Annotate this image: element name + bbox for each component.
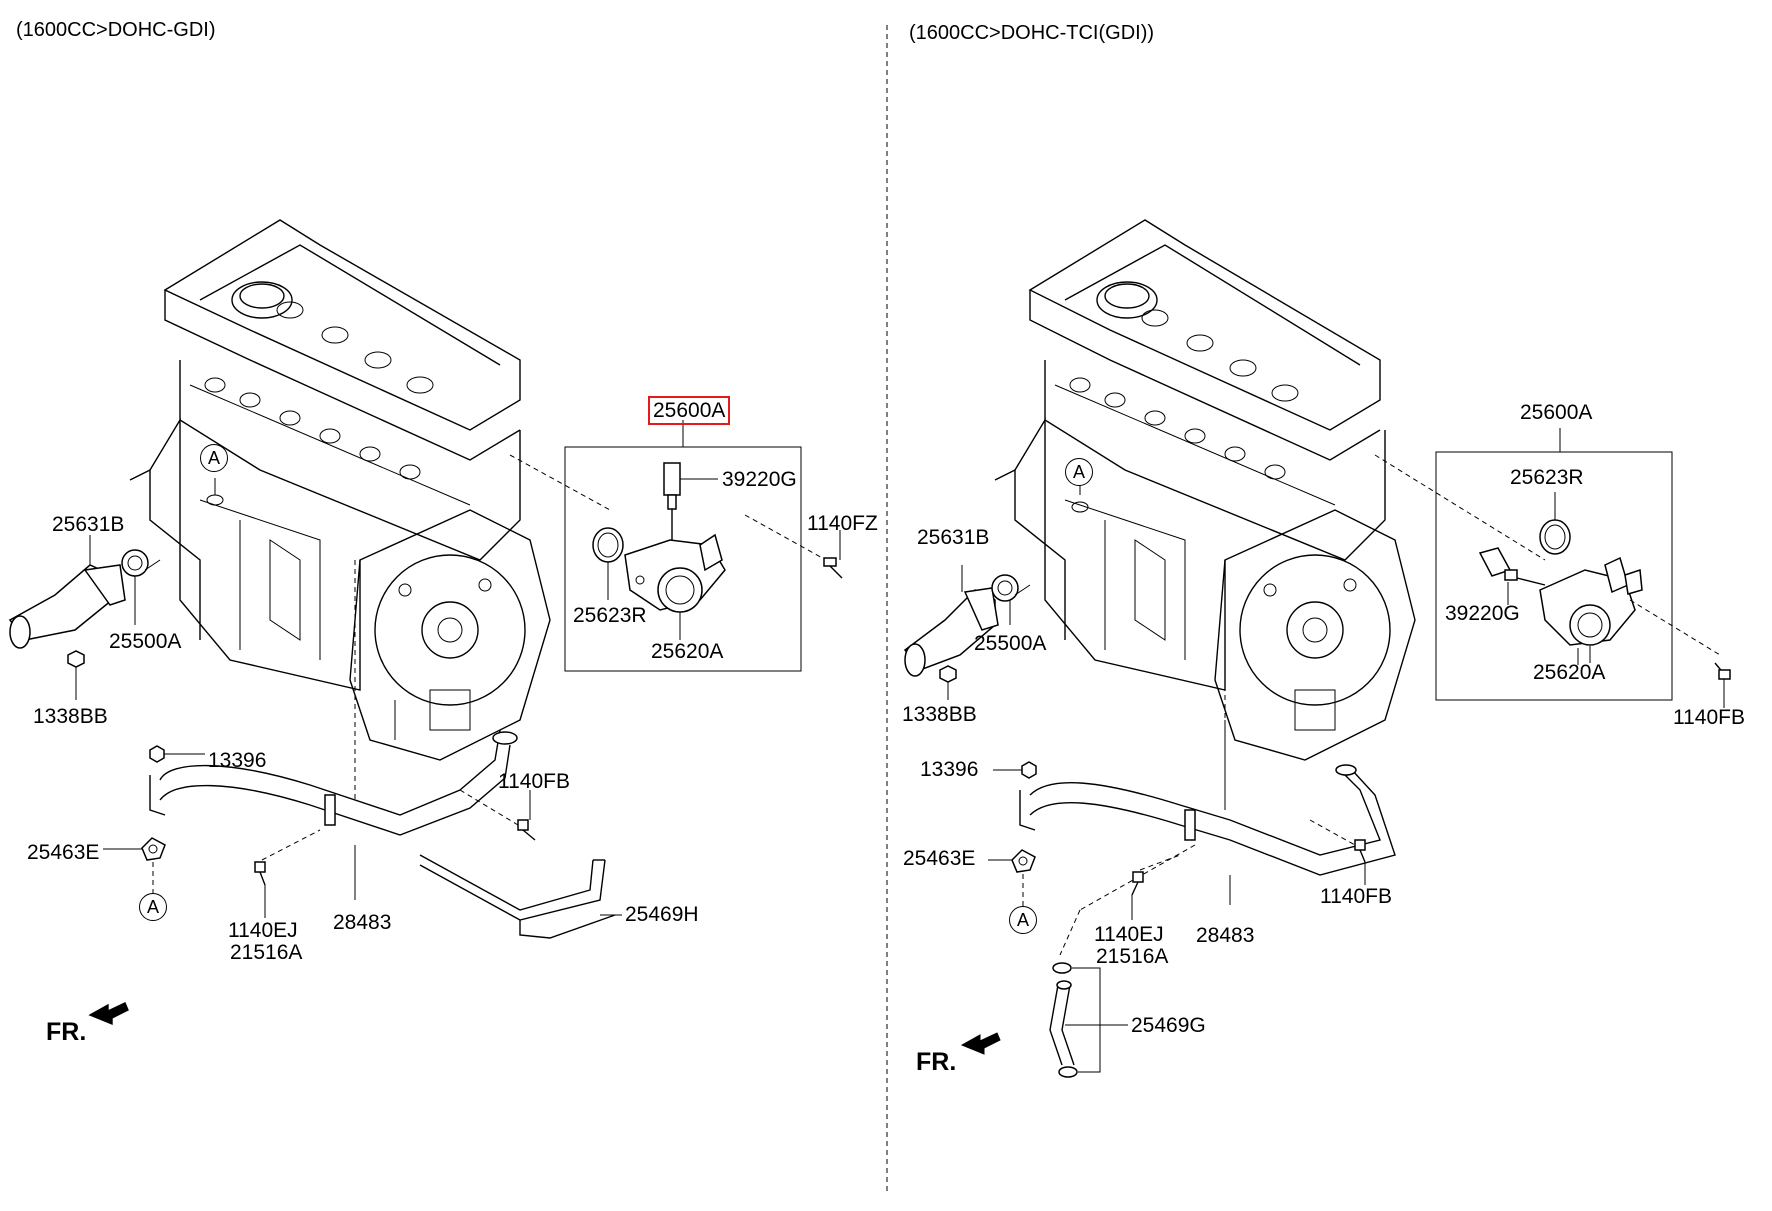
right-inlet-fitting (903, 565, 999, 677)
left-panel-header: (1600CC>DOHC-GDI) (16, 19, 216, 41)
right-assy-box (1435, 451, 1673, 701)
left-ref-a-gasket: A (139, 893, 167, 921)
left-housing-part (624, 533, 726, 613)
left-ref-a-engine: A (200, 444, 228, 472)
left-inlet-fitting (8, 535, 126, 649)
left-label-13396[interactable]: 13396 (208, 749, 267, 772)
right-bolt-1140fb-top (1714, 662, 1731, 708)
left-fr-arrow (88, 1002, 129, 1026)
right-label-39220g[interactable]: 39220G (1445, 602, 1520, 625)
left-nut-1338bb (67, 650, 85, 700)
right-label-13396[interactable]: 13396 (920, 758, 979, 781)
right-housing-part (1539, 556, 1643, 665)
left-label-1140ej[interactable]: 1140EJ (228, 919, 298, 942)
right-label-1338bb[interactable]: 1338BB (902, 703, 977, 726)
right-front-indicator: FR. (916, 1048, 957, 1076)
right-label-28483[interactable]: 28483 (1196, 924, 1255, 947)
right-thermostat (991, 574, 1031, 625)
right-fr-arrow (960, 1032, 1001, 1055)
left-label-28483[interactable]: 28483 (333, 911, 392, 934)
right-pipe-28483 (1019, 764, 1396, 905)
left-label-1140fb[interactable]: 1140FB (498, 770, 570, 793)
left-label-21516a[interactable]: 21516A (230, 941, 303, 964)
right-label-25469g[interactable]: 25469G (1131, 1014, 1206, 1037)
right-nut-13396 (993, 761, 1037, 779)
left-label-39220g[interactable]: 39220G (722, 468, 797, 491)
right-sensor-part (1478, 547, 1546, 605)
right-label-1140fb[interactable]: 1140FB (1320, 885, 1392, 908)
left-label-25631b[interactable]: 25631B (52, 513, 125, 536)
right-hose-25469g (1049, 962, 1128, 1078)
right-label-21516a[interactable]: 21516A (1096, 945, 1169, 968)
right-label-25623r[interactable]: 25623R (1510, 466, 1584, 489)
left-bolt-1140fb (459, 789, 536, 841)
right-ref-a-engine: A (1065, 458, 1093, 486)
left-label-25469h[interactable]: 25469H (625, 903, 699, 926)
right-label-1140ej[interactable]: 1140EJ (1094, 923, 1164, 946)
left-hose-25469h (419, 854, 622, 939)
right-label-1140fb-top[interactable]: 1140FB (1673, 706, 1745, 729)
left-front-indicator: FR. (46, 1018, 87, 1046)
right-ref-a-gasket: A (1009, 906, 1037, 934)
left-gasket (103, 837, 166, 900)
left-label-25620a[interactable]: 25620A (651, 640, 724, 663)
right-label-25500a[interactable]: 25500A (974, 632, 1047, 655)
left-nut-13396 (149, 745, 205, 763)
left-label-25463e[interactable]: 25463E (27, 841, 100, 864)
right-bolt-1140fb (1309, 819, 1366, 885)
right-panel-header: (1600CC>DOHC-TCI(GDI)) (909, 22, 1155, 44)
left-bolt-1140ej (254, 829, 321, 918)
left-thermostat (121, 549, 161, 625)
left-label-1140fz[interactable]: 1140FZ (807, 512, 878, 535)
left-label-25623r[interactable]: 25623R (573, 604, 647, 627)
left-label-1338bb[interactable]: 1338BB (33, 705, 108, 728)
left-label-25500a[interactable]: 25500A (109, 630, 182, 653)
left-label-25600a-highlighted[interactable]: 25600A (648, 396, 731, 425)
right-bolt-1140ej (1131, 854, 1181, 920)
left-engine-block (129, 219, 551, 761)
left-pipe-28483 (149, 729, 518, 836)
right-gasket (988, 849, 1036, 912)
right-label-25631b[interactable]: 25631B (917, 526, 990, 549)
right-label-25600a[interactable]: 25600A (1520, 401, 1593, 424)
right-engine-block (994, 219, 1416, 761)
right-label-25463e[interactable]: 25463E (903, 847, 976, 870)
right-label-25620a[interactable]: 25620A (1533, 661, 1606, 684)
left-sensor-part (663, 462, 718, 540)
right-nut-1338bb (939, 665, 957, 700)
left-bolt-1140fz (823, 530, 843, 579)
